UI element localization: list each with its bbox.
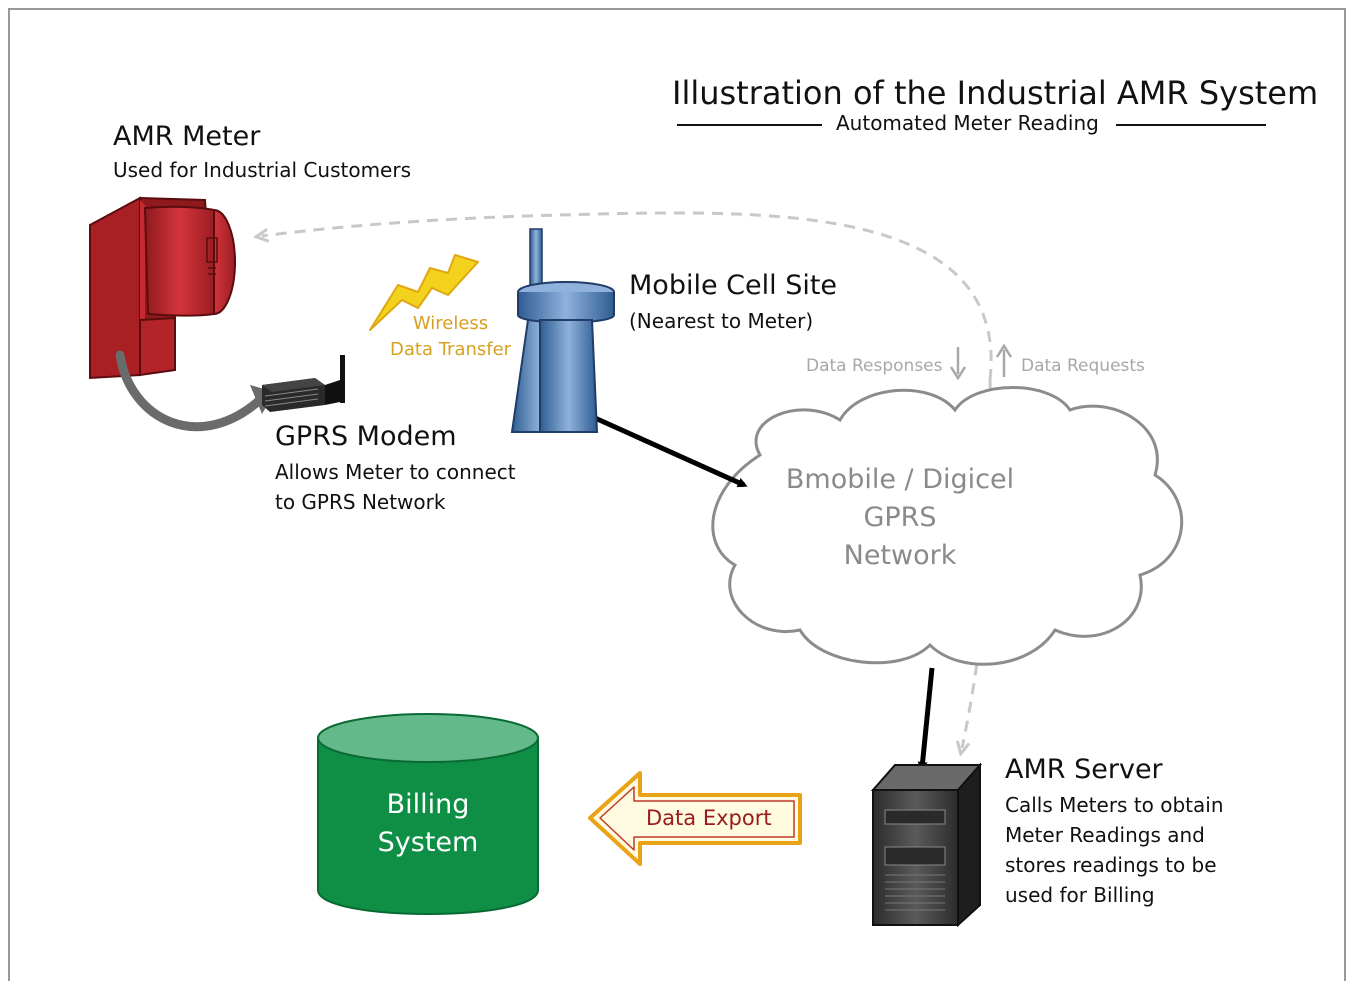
amr-meter-icon — [89, 196, 236, 380]
network-line: Network — [843, 540, 957, 571]
cell-site-desc: (Nearest to Meter) — [629, 309, 814, 333]
data-responses-arrow-icon — [949, 347, 967, 381]
data-responses-label: Data Responses — [806, 356, 943, 376]
cell-to-network-arrow — [593, 415, 748, 488]
gprs-modem-desc-line: to GPRS Network — [275, 490, 446, 514]
amr-server-desc-line: stores readings to be — [1005, 853, 1217, 877]
amr-server-desc-line: used for Billing — [1005, 883, 1155, 907]
gprs-modem-desc: Allows Meter to connect to GPRS Network — [275, 457, 516, 517]
lightning-bolt-icon — [369, 254, 479, 331]
mobile-cell-tower-icon — [510, 228, 615, 433]
gprs-network-label: Bmobile / Digicel GPRS Network — [760, 461, 1040, 575]
cell-site-title: Mobile Cell Site — [629, 270, 838, 301]
billing-line: Billing — [386, 789, 470, 820]
data-requests-label: Data Requests — [1021, 356, 1145, 376]
network-line: GPRS — [863, 502, 937, 533]
amr-meter-desc: Used for Industrial Customers — [113, 158, 411, 182]
amr-server-desc-line: Calls Meters to obtain — [1005, 793, 1224, 817]
data-export-arrow-inner — [599, 786, 795, 851]
amr-meter-title: AMR Meter — [113, 121, 261, 152]
wireless-data-transfer-label: Wireless Data Transfer — [390, 311, 511, 363]
gprs-modem-icon — [262, 355, 345, 412]
amr-server-icon — [870, 762, 983, 928]
billing-line: System — [377, 827, 479, 858]
billing-system-label: Billing System — [318, 786, 538, 862]
data-export-arrow — [588, 771, 802, 866]
amr-server-desc: Calls Meters to obtain Meter Readings an… — [1005, 790, 1224, 910]
wireless-line: Data Transfer — [390, 339, 512, 360]
gprs-network-cloud — [711, 386, 1184, 666]
amr-server-title: AMR Server — [1005, 754, 1163, 785]
data-export-label: Data Export — [646, 806, 772, 830]
billing-system-cylinder — [317, 713, 539, 915]
data-requests-arrow-icon — [995, 343, 1013, 377]
diagram-title: Illustration of the Industrial AMR Syste… — [672, 74, 1319, 112]
diagram-subtitle: Automated Meter Reading — [836, 111, 1099, 135]
gprs-modem-title: GPRS Modem — [275, 421, 457, 452]
amr-server-desc-line: Meter Readings and — [1005, 823, 1205, 847]
network-to-server-arrow — [917, 667, 935, 772]
dashed-response-curve — [262, 211, 993, 381]
meter-modem-cable — [115, 350, 267, 432]
frame-border — [8, 8, 1346, 981]
gprs-modem-desc-line: Allows Meter to connect — [275, 460, 516, 484]
network-line: Bmobile / Digicel — [785, 464, 1015, 495]
wireless-line: Wireless — [412, 313, 489, 334]
